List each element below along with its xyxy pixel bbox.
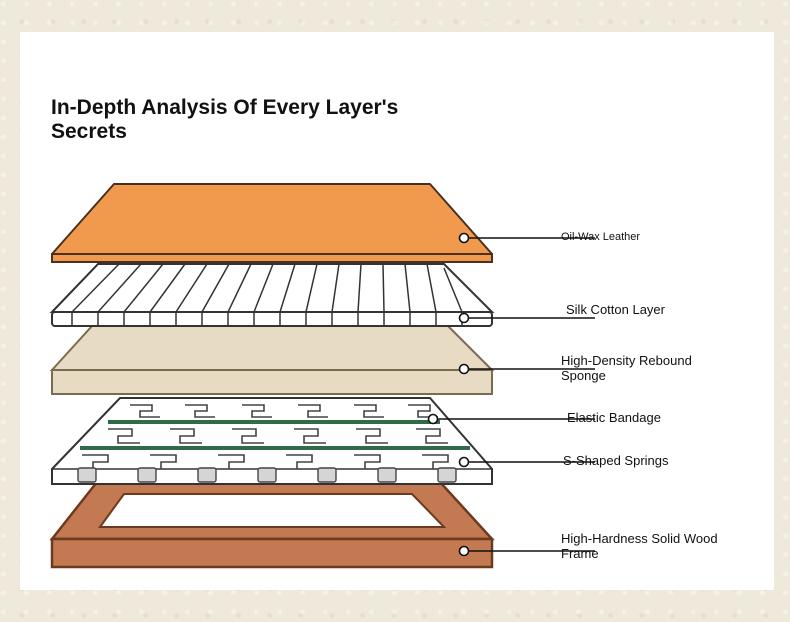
marker-dot [458, 232, 470, 244]
springs-layer [51, 397, 493, 485]
page-title: In-Depth Analysis Of Every Layer's Secre… [51, 96, 399, 143]
marker-dot [458, 545, 470, 557]
marker-dot [458, 456, 470, 468]
wood-frame-layer [49, 480, 495, 569]
elastic-bandage [80, 420, 470, 450]
label-elastic-bandage: Elastic Bandage [567, 410, 661, 425]
label-oil-wax-leather: Oil-Wax Leather [561, 231, 641, 243]
sponge-layer [49, 325, 495, 395]
silk-cotton-layer [49, 263, 495, 327]
label-solid-wood-frame: High-Hardness Solid Wood Frame [561, 531, 718, 561]
label-high-density-sponge: High-Density Rebound Sponge [561, 353, 692, 383]
marker-dot [458, 363, 470, 375]
layer-diagram [49, 183, 595, 569]
label-s-shaped-springs: S-Shaped Springs [563, 453, 669, 468]
leather-layer [51, 183, 493, 263]
content-card: In-Depth Analysis Of Every Layer's Secre… [20, 32, 774, 590]
marker-dot [458, 312, 470, 324]
marker-dot [427, 413, 439, 425]
label-silk-cotton-layer: Silk Cotton Layer [566, 302, 665, 317]
